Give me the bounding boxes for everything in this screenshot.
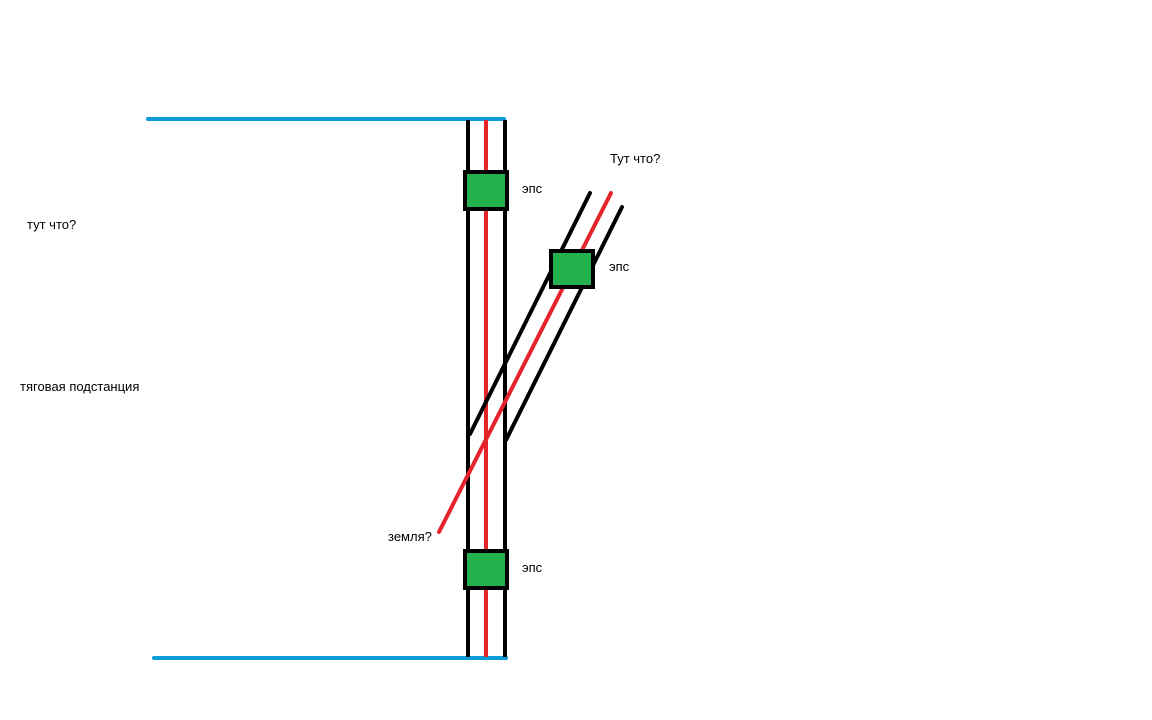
label-tut-chto-left: тут что? <box>27 217 77 232</box>
label-eps-top: эпс <box>522 181 543 196</box>
label-eps-bottom: эпс <box>522 560 543 575</box>
branch-rail-left <box>468 191 592 436</box>
branch-contact-wire <box>437 191 613 534</box>
label-substation: тяговая подстанция <box>20 379 140 394</box>
eps-block-bottom <box>463 549 509 590</box>
label-zemlya: земля? <box>388 529 432 544</box>
branch-rail-right <box>504 205 624 442</box>
label-eps-branch: эпс <box>609 259 630 274</box>
label-tut-chto-top: Тут что? <box>610 151 661 166</box>
eps-block-branch <box>549 249 595 289</box>
eps-block-top <box>463 170 509 211</box>
